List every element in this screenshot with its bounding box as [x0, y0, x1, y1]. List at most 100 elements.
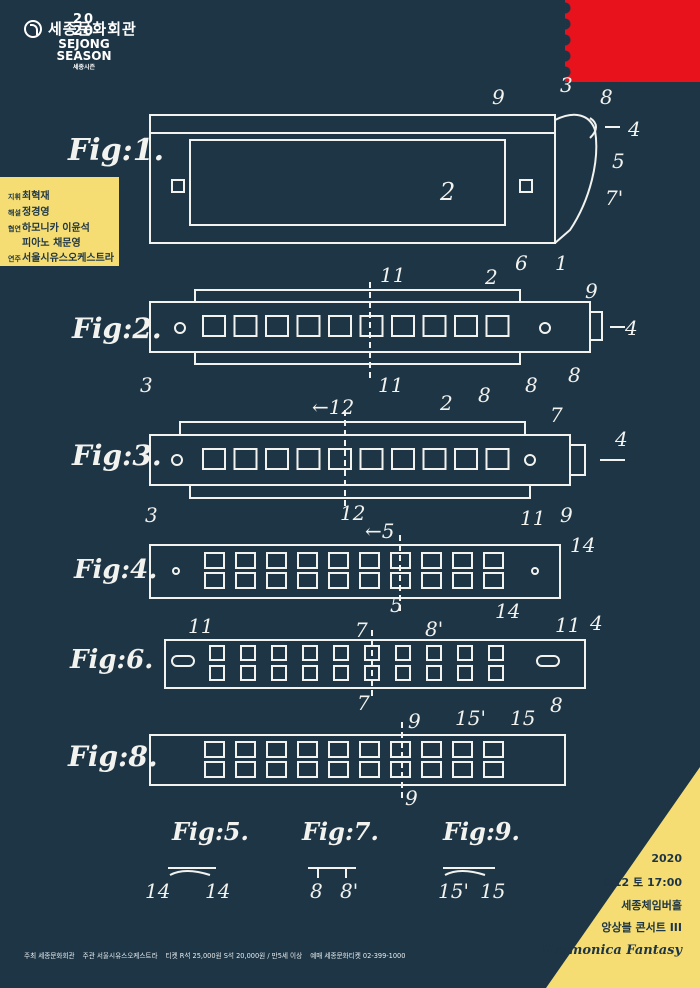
svg-text:4: 4 — [589, 611, 603, 635]
badge-line1: SEJONG — [58, 37, 110, 51]
reed-hole — [485, 448, 510, 470]
fig2-drawing — [149, 282, 625, 380]
reed-hole — [266, 552, 287, 569]
svg-text:5: 5 — [390, 593, 403, 617]
reed-hole — [204, 572, 225, 589]
reed-hole — [302, 645, 318, 661]
svg-text:4: 4 — [614, 427, 628, 451]
footer-organizer: 주관 서울시유스오케스트라 — [82, 952, 158, 960]
event-year: 2020 — [651, 852, 682, 865]
reed-hole — [209, 645, 225, 661]
fig3-drawing — [149, 410, 625, 510]
reed-hole — [483, 572, 504, 589]
reed-hole — [483, 761, 504, 778]
reed-hole — [266, 761, 287, 778]
reed-hole — [328, 761, 349, 778]
reed-hole — [235, 741, 256, 758]
reed-hole — [240, 665, 256, 681]
svg-text:15': 15' — [438, 879, 469, 903]
svg-text:4: 4 — [624, 316, 638, 340]
svg-text:9: 9 — [560, 503, 573, 527]
svg-text:11: 11 — [520, 506, 545, 530]
svg-text:7: 7 — [355, 618, 368, 642]
svg-text:3: 3 — [145, 503, 158, 527]
logo-text: 세종문화회관 — [48, 20, 137, 38]
svg-text:1: 1 — [555, 251, 568, 275]
svg-text:7: 7 — [357, 691, 370, 715]
fig3-reed-holes — [202, 448, 510, 470]
svg-text:8: 8 — [568, 363, 581, 387]
reed-hole — [296, 448, 321, 470]
reed-hole — [265, 315, 289, 337]
fig4-label: Fig:4. — [73, 555, 157, 585]
event-title: Harmonica Fantasy — [541, 943, 682, 958]
reed-hole — [265, 448, 289, 470]
reed-hole — [204, 741, 225, 758]
svg-text:8: 8 — [310, 879, 323, 903]
reed-hole — [204, 552, 225, 569]
fig9-drawing — [443, 867, 495, 876]
reed-hole — [364, 645, 380, 661]
fig7-drawing — [308, 867, 356, 878]
fig4-reed-holes — [204, 552, 504, 589]
reed-hole — [454, 448, 478, 470]
badge-line2: SEASON — [56, 49, 112, 63]
reed-hole — [235, 572, 256, 589]
reed-hole — [391, 448, 415, 470]
svg-text:14: 14 — [570, 533, 595, 557]
reed-hole — [328, 741, 349, 758]
reed-hole — [359, 761, 380, 778]
fig9-label: Fig:9. — [442, 817, 520, 846]
fig8-drawing — [149, 722, 566, 800]
fig4-drawing — [149, 535, 561, 612]
svg-text:5: 5 — [612, 149, 625, 173]
reed-hole — [421, 572, 442, 589]
footer-booking: 예매 세종문화티켓 02-399-1000 — [310, 952, 406, 960]
reed-hole — [483, 741, 504, 758]
reed-hole — [457, 665, 473, 681]
event-info-triangle — [546, 767, 700, 988]
fig2-reed-holes — [202, 315, 510, 337]
reed-hole — [488, 665, 504, 681]
reed-hole — [328, 552, 349, 569]
event-date: 9.12 토 17:00 — [602, 876, 682, 889]
sejong-logo-icon — [24, 19, 42, 38]
svg-text:8': 8' — [425, 617, 443, 641]
svg-text:8: 8 — [525, 373, 538, 397]
svg-text:11: 11 — [555, 613, 580, 637]
svg-text:2: 2 — [439, 178, 455, 206]
reed-hole — [266, 572, 287, 589]
svg-text:14: 14 — [495, 599, 520, 623]
svg-text:15: 15 — [510, 706, 535, 730]
svg-text:7': 7' — [605, 186, 623, 210]
reed-hole — [271, 665, 287, 681]
svg-text:3: 3 — [560, 73, 573, 97]
event-venue: 세종체임버홀 — [621, 899, 682, 912]
reed-hole — [421, 552, 442, 569]
reed-hole — [488, 645, 504, 661]
footer-tickets: 티켓 R석 25,000원 S석 20,000원 / 만5세 이상 — [165, 952, 303, 960]
reed-hole — [390, 741, 411, 758]
reed-hole — [422, 315, 447, 337]
svg-text:←12: ←12 — [312, 395, 354, 419]
reed-hole — [391, 315, 415, 337]
reed-hole — [390, 552, 411, 569]
reed-hole — [390, 572, 411, 589]
sejong-logo[interactable]: 세종문화회관 — [24, 18, 137, 39]
svg-text:15': 15' — [455, 706, 486, 730]
fig3-label: Fig:3. — [71, 439, 162, 472]
reed-hole — [426, 665, 442, 681]
reed-hole — [359, 448, 384, 470]
svg-text:11: 11 — [378, 373, 403, 397]
reed-hole — [359, 315, 384, 337]
reed-hole — [485, 315, 510, 337]
svg-text:2: 2 — [439, 391, 453, 415]
reed-hole — [452, 552, 473, 569]
reed-hole — [328, 315, 352, 337]
fig6-label: Fig:6. — [69, 645, 153, 675]
reed-hole — [452, 761, 473, 778]
reed-hole — [452, 741, 473, 758]
